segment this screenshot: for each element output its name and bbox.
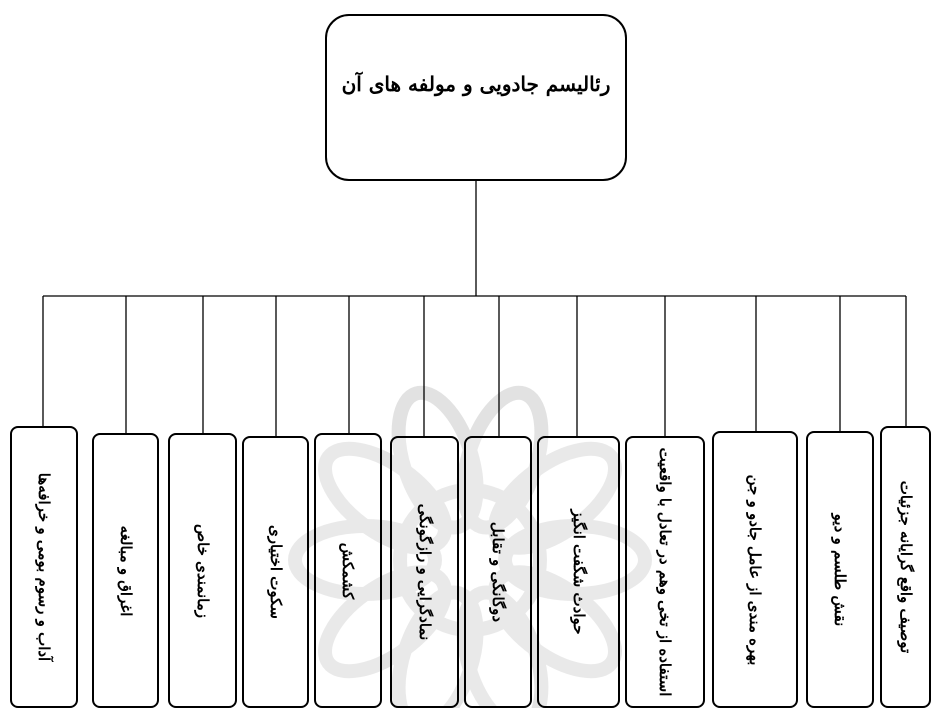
child-label: کشمکش (339, 542, 357, 599)
child-label: زمانمندی خاص (193, 523, 212, 618)
child-node: استفاده از تخی وهم در تعادل با واقعیت (625, 436, 705, 708)
child-node: نقش طلسم و دیو (806, 431, 874, 708)
child-node: کشمکش (314, 433, 382, 708)
child-node: بهره مندی از عامل جادو و جن (712, 431, 798, 708)
root-label: رئالیسم جادویی و مولفه های آن (341, 71, 611, 96)
child-label: توصیف واقع گرایانه جزئیات (896, 480, 915, 654)
child-label: دوگانگی و تقابل (489, 521, 507, 623)
child-label: حوادث شگفت انگیز (569, 509, 588, 635)
child-node: آداب و رسوم بومی و خرافه‌ها (10, 426, 78, 708)
child-node: سکوت اختیاری (242, 436, 309, 708)
child-label: نقش طلسم و دیو (831, 513, 849, 626)
child-label: بهره مندی از عامل جادو و جن (746, 474, 764, 665)
child-label: استفاده از تخی وهم در تعادل با واقعیت (656, 447, 674, 697)
child-node: حوادث شگفت انگیز (537, 436, 620, 708)
child-node: دوگانگی و تقابل (464, 436, 532, 708)
child-label: اغراق و مبالغه (116, 525, 135, 616)
child-node: توصیف واقع گرایانه جزئیات (880, 426, 931, 708)
root-node: رئالیسم جادویی و مولفه های آن (325, 14, 627, 181)
child-node: زمانمندی خاص (168, 433, 237, 708)
child-node: نمادگرایی و رازگونگی (390, 436, 459, 708)
child-label: سکوت اختیاری (266, 525, 285, 619)
child-node: اغراق و مبالغه (92, 433, 159, 708)
child-label: آداب و رسوم بومی و خرافه‌ها (35, 472, 53, 662)
child-label: نمادگرایی و رازگونگی (415, 503, 434, 641)
